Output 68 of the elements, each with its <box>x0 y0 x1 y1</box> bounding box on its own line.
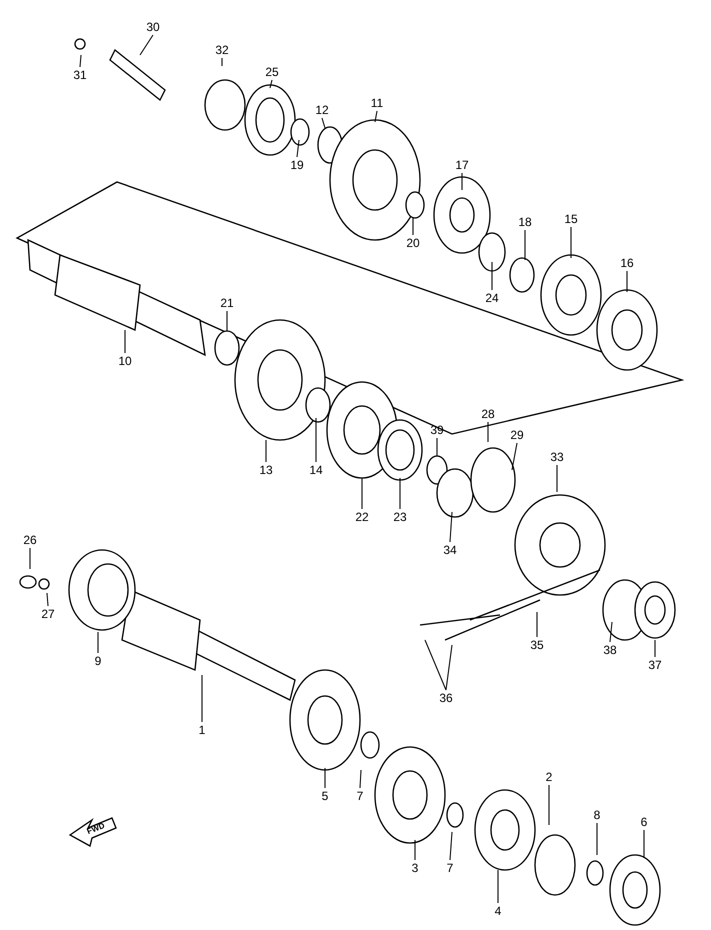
callout-number: 5 <box>322 790 328 802</box>
callout-number: 18 <box>518 216 532 228</box>
leader-line <box>610 622 612 642</box>
leader-line <box>596 822 598 856</box>
callout-number: 32 <box>215 44 229 56</box>
callout-number: 37 <box>648 659 662 671</box>
leader-line <box>360 770 362 788</box>
leader-line <box>548 784 550 826</box>
leader-line <box>140 34 154 56</box>
callout-number: 25 <box>265 66 279 78</box>
callout-number: 26 <box>23 534 37 546</box>
callout-number: 35 <box>530 639 544 651</box>
leader-line <box>436 438 438 456</box>
callout-number: 30 <box>146 21 160 33</box>
callout-number: 20 <box>406 237 420 249</box>
leader-line <box>536 612 538 638</box>
leader-line <box>124 330 126 354</box>
leader-line <box>512 442 518 470</box>
leader-line <box>296 140 300 158</box>
callout-number: 23 <box>393 511 407 523</box>
callout-number: 16 <box>620 257 634 269</box>
callout-number: 7 <box>446 862 454 874</box>
callout-number: 12 <box>315 104 329 116</box>
leader-line <box>374 110 378 122</box>
leader-line <box>324 768 326 788</box>
callout-number: 15 <box>564 213 578 225</box>
callout-number: 6 <box>640 816 648 828</box>
callout-number: 1 <box>198 724 206 736</box>
leader-line <box>322 118 326 128</box>
callout-number: 31 <box>73 69 87 81</box>
leader-line <box>414 840 416 860</box>
callout-number: 9 <box>94 655 102 667</box>
callout-number: 3 <box>412 862 418 874</box>
callout-number: 38 <box>603 644 617 656</box>
callout-number: 7 <box>356 790 364 802</box>
leader-line <box>450 512 452 542</box>
leader-line <box>270 80 272 88</box>
leader-line <box>412 218 414 236</box>
leader-line <box>46 592 48 606</box>
callout-number: 11 <box>370 97 384 109</box>
leader-line <box>524 230 526 260</box>
callout-number: 14 <box>309 464 323 476</box>
leader-line <box>424 640 446 690</box>
leader-line <box>450 832 452 860</box>
callout-number: 36 <box>439 692 453 704</box>
callout-number: 22 <box>355 511 369 523</box>
direction-label: FWD <box>85 820 107 838</box>
callout-number: 17 <box>455 159 469 171</box>
callout-number: 19 <box>290 159 304 171</box>
callout-number: 10 <box>118 355 132 367</box>
callout-number: 13 <box>259 464 273 476</box>
leader-line <box>556 464 558 492</box>
callout-number: 2 <box>546 771 552 783</box>
callout-number: 24 <box>485 292 499 304</box>
callout-number: 21 <box>220 297 234 309</box>
leader-line <box>80 54 82 68</box>
leader-line <box>654 640 656 658</box>
callout-number: 4 <box>494 905 502 917</box>
callout-number: 8 <box>594 809 600 821</box>
callout-number: 33 <box>550 451 564 463</box>
leader-line <box>226 310 228 332</box>
callout-number: 28 <box>481 408 495 420</box>
callout-number: 27 <box>41 608 55 620</box>
leader-line <box>626 270 628 292</box>
callout-number: 34 <box>443 544 457 556</box>
leader-line <box>570 226 572 258</box>
callout-number: 29 <box>510 429 524 441</box>
leader-line <box>446 644 452 690</box>
